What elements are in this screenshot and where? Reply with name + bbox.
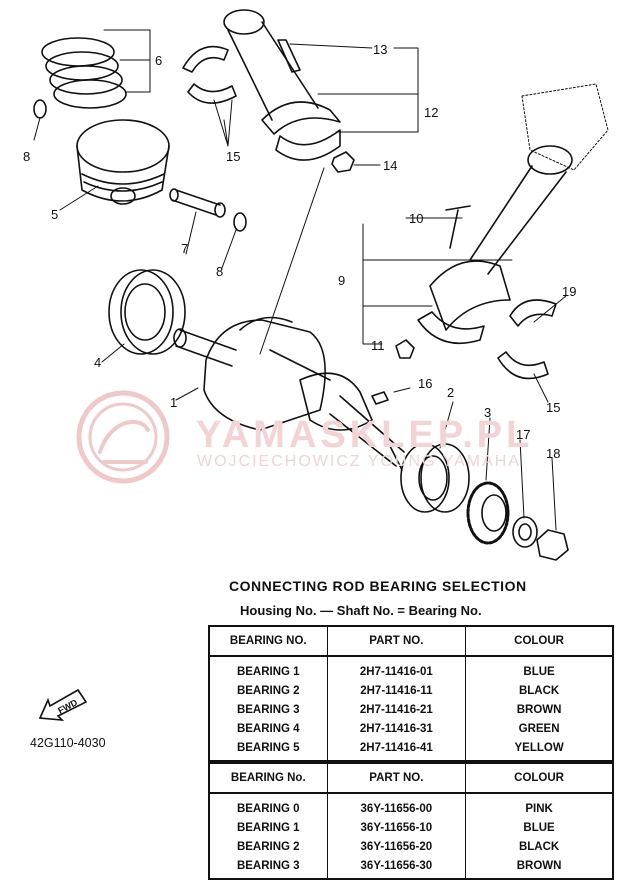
bearing-table-1: BEARING NO. PART NO. COLOUR BEARING 1 2H… <box>208 625 614 762</box>
callout-8-top: 8 <box>23 149 31 164</box>
column-header: PART NO. <box>327 626 467 657</box>
callout-12: 12 <box>424 105 439 120</box>
forward-arrow-icon: FWD <box>38 684 90 729</box>
table-row: BEARING 3 36Y-11656-30 BROWN <box>209 856 613 879</box>
piston-pin <box>169 188 226 218</box>
table-row: BEARING 2 2H7-11416-11 BLACK <box>209 681 613 700</box>
table-cell: 36Y-11656-20 <box>327 837 467 856</box>
watermark-subtitle: WOJCIECHOWICZ YOUNG YAMAHA <box>197 453 522 470</box>
table-cell: 2H7-11416-01 <box>327 656 467 681</box>
callout-2: 2 <box>447 385 455 400</box>
table-cell: 2H7-11416-21 <box>327 700 467 719</box>
piston <box>76 119 170 205</box>
table-cell: BLACK <box>518 684 560 697</box>
callout-15-right: 15 <box>546 400 561 415</box>
table-header-row: BEARING NO. PART NO. COLOUR <box>209 626 613 657</box>
table-cell: 2H7-11416-31 <box>327 719 467 738</box>
watermark-logo <box>76 390 170 484</box>
table-cell: BROWN <box>516 859 562 872</box>
callout-10: 10 <box>409 211 424 226</box>
table-cell: BEARING 2 <box>209 837 328 856</box>
table-cell: BEARING 3 <box>209 700 328 719</box>
table-cell: BEARING 5 <box>209 738 328 761</box>
table-cell: BLUE <box>523 821 555 834</box>
table-row: BEARING 2 36Y-11656-20 BLACK <box>209 837 613 856</box>
woodruff-key <box>371 391 389 405</box>
bearing-table-2: BEARING No. PART NO. COLOUR BEARING 0 36… <box>208 762 614 880</box>
selection-title: CONNECTING ROD BEARING SELECTION <box>229 578 527 594</box>
table-cell: BEARING 0 <box>209 793 328 818</box>
table-row: BEARING 4 2H7-11416-31 GREEN <box>209 719 613 738</box>
table-cell: BROWN <box>516 703 562 716</box>
callout-4: 4 <box>94 355 102 370</box>
connecting-rod-top <box>223 9 341 161</box>
table-header-row: BEARING No. PART NO. COLOUR <box>209 763 613 794</box>
exploded-parts-diagram: YAMASKLEP.PL WOJCIECHOWICZ YOUNG YAMAHA … <box>23 9 609 561</box>
table-cell: BLACK <box>518 840 560 853</box>
circlip-lower <box>233 212 247 232</box>
crankshaft <box>173 316 405 471</box>
callout-17: 17 <box>516 427 531 442</box>
table-cell: BLUE <box>523 665 555 678</box>
table-cell: 36Y-11656-10 <box>327 818 467 837</box>
nut-crank <box>536 529 569 561</box>
callout-3: 3 <box>484 405 492 420</box>
parts-drawing <box>33 9 609 561</box>
table-cell: BEARING 1 <box>209 656 328 681</box>
table-row: BEARING 0 36Y-11656-00 PINK <box>209 793 613 818</box>
washer <box>512 516 538 548</box>
bearing-halves-top <box>182 45 237 104</box>
callout-7: 7 <box>181 241 189 256</box>
column-header: BEARING NO. <box>209 626 328 657</box>
column-header: COLOUR <box>465 626 613 657</box>
bearing-halves-right <box>497 299 557 380</box>
nut-top <box>331 151 355 173</box>
callout-11: 11 <box>371 338 385 353</box>
table-cell: 2H7-11416-41 <box>327 738 467 761</box>
nut-right <box>395 339 415 359</box>
callout-8-lower: 8 <box>216 264 224 279</box>
column-header: COLOUR <box>465 763 613 794</box>
table-row: BEARING 1 2H7-11416-01 BLUE <box>209 656 613 681</box>
table-row: BEARING 1 36Y-11656-10 BLUE <box>209 818 613 837</box>
callout-16: 16 <box>418 376 433 391</box>
piston-rings <box>41 37 127 109</box>
timing-gear <box>466 481 510 545</box>
leader-lines <box>33 29 567 531</box>
callout-19: 19 <box>562 284 577 299</box>
table-cell: PINK <box>525 802 553 815</box>
column-header: PART NO. <box>327 763 467 794</box>
table-cell: BEARING 3 <box>209 856 328 879</box>
selection-formula: Housing No. — Shaft No. = Bearing No. <box>240 603 482 618</box>
callout-9: 9 <box>338 273 346 288</box>
bearing-right <box>400 443 470 513</box>
table-row: BEARING 5 2H7-11416-41 YELLOW <box>209 738 613 761</box>
watermark-title: YAMASKLEP.PL <box>196 414 534 456</box>
table-cell: 2H7-11416-11 <box>327 681 467 700</box>
column-header: BEARING No. <box>209 763 328 794</box>
reference-code: 42G110-4030 <box>30 736 106 750</box>
callout-15-top: 15 <box>226 149 241 164</box>
callout-13: 13 <box>373 42 388 57</box>
table-row: BEARING 3 2H7-11416-21 BROWN <box>209 700 613 719</box>
connecting-rod-right <box>417 83 609 344</box>
table-cell: BEARING 1 <box>209 818 328 837</box>
callout-5: 5 <box>51 207 59 222</box>
callout-6: 6 <box>155 53 163 68</box>
callout-14: 14 <box>383 158 398 173</box>
callout-18: 18 <box>546 446 561 461</box>
bearing-left <box>108 269 186 355</box>
table-cell: 36Y-11656-30 <box>327 856 467 879</box>
table-cell: GREEN <box>518 722 560 735</box>
table-cell: BEARING 2 <box>209 681 328 700</box>
table-cell: BEARING 4 <box>209 719 328 738</box>
callout-1: 1 <box>170 395 178 410</box>
table-cell: 36Y-11656-00 <box>327 793 467 818</box>
circlip-top <box>33 99 47 119</box>
table-cell: YELLOW <box>514 741 564 754</box>
